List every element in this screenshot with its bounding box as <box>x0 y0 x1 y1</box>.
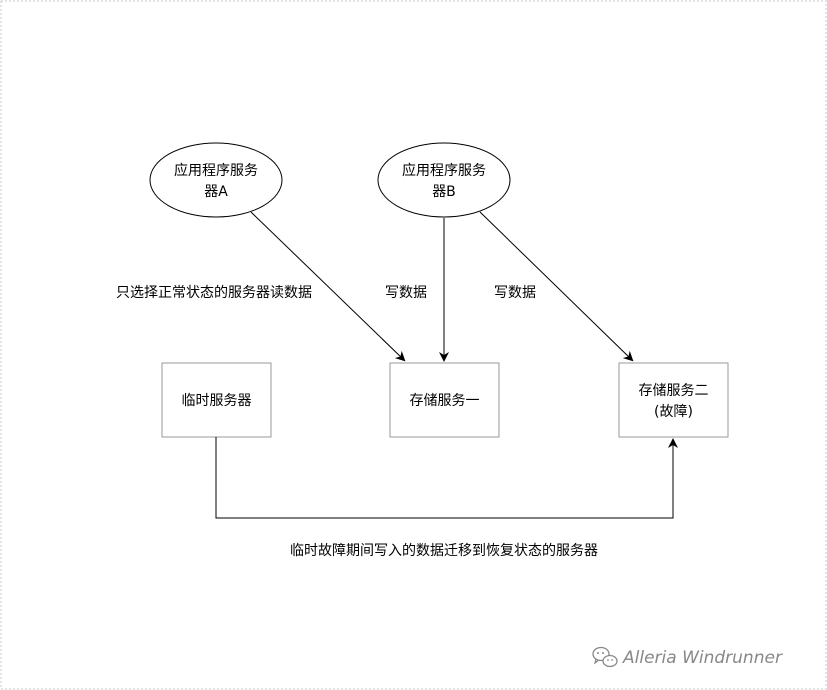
edge-label-read-healthy: 只选择正常状态的服务器读数据 <box>116 284 312 301</box>
node-temp-server: 临时服务器 <box>161 362 272 438</box>
node-app-server-b: 应用程序服务 器B <box>377 142 511 218</box>
storage-two-label-line-1: 存储服务二 <box>639 383 709 399</box>
app-server-b-label-line-2: 器B <box>432 184 456 200</box>
node-storage-two: 存储服务二 (故障) <box>618 362 729 438</box>
node-storage-one: 存储服务一 <box>389 362 500 438</box>
app-server-a-label-line-1: 应用程序服务 <box>174 162 258 179</box>
wechat-icon <box>592 646 618 668</box>
edge-label-write-one: 写数据 <box>385 285 427 301</box>
edge-read-arrow <box>250 211 406 362</box>
storage-one-label: 存储服务一 <box>410 393 480 409</box>
app-server-b-shape <box>377 142 511 218</box>
edge-migrate-arrow <box>215 437 678 519</box>
temp-server-label: 临时服务器 <box>182 393 252 409</box>
app-server-a-shape <box>149 142 283 218</box>
storage-one-shape <box>389 362 500 438</box>
edge-label-write-two: 写数据 <box>494 285 536 301</box>
watermark-text: Alleria Windrunner <box>622 648 783 668</box>
edge-label-migrate: 临时故障期间写入的数据迁移到恢复状态的服务器 <box>290 542 598 559</box>
storage-two-shape <box>618 362 729 438</box>
storage-two-label-line-2: (故障) <box>654 404 693 420</box>
temp-server-shape <box>161 362 272 438</box>
app-server-a-label-line-2: 器A <box>204 184 228 200</box>
watermark: Alleria Windrunner <box>592 646 783 668</box>
app-server-b-label-line-1: 应用程序服务 <box>402 162 486 179</box>
edge-write-two-arrow <box>479 211 634 362</box>
node-app-server-a: 应用程序服务 器A <box>149 142 283 218</box>
